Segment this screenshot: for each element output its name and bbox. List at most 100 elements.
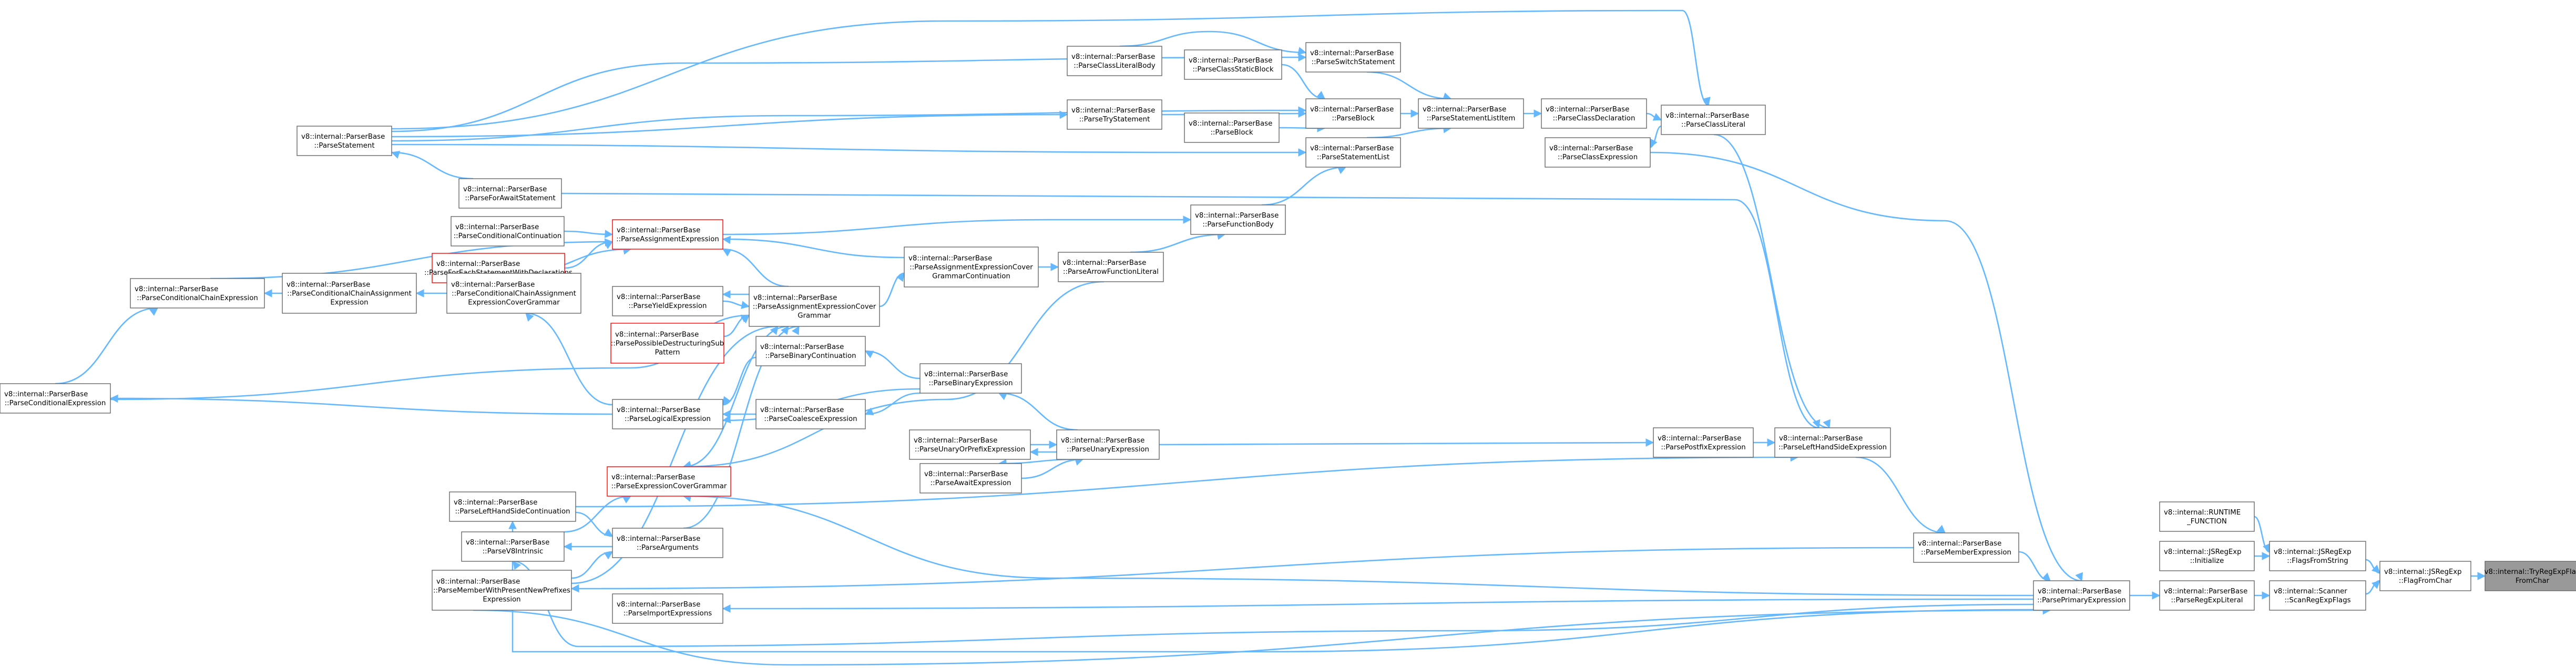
call-edge xyxy=(391,114,1068,138)
graph-node-pv8i[interactable]: v8::internal::ParserBase::ParseV8Intrins… xyxy=(461,531,565,562)
call-edge xyxy=(473,609,2051,666)
call-edge-arrowhead xyxy=(622,496,631,503)
graph-node-pcce[interactable]: v8::internal::ParserBase::ParseCondition… xyxy=(130,278,265,309)
graph-node-pfas[interactable]: v8::internal::ParserBase::ParseForAwaitS… xyxy=(458,178,562,209)
graph-node-pfb[interactable]: v8::internal::ParserBase::ParseFunctionB… xyxy=(1190,204,1286,235)
call-edge xyxy=(722,219,1191,235)
graph-node-puope[interactable]: v8::internal::ParserBase::ParseUnaryOrPr… xyxy=(909,429,1031,460)
graph-node-label: GrammarContinuation xyxy=(932,273,1010,281)
graph-node-label: v8::internal::ParserBase xyxy=(908,255,992,263)
graph-node-label: v8::internal::ParserBase xyxy=(617,601,700,609)
graph-node-label: v8::internal::ParserBase xyxy=(2164,588,2247,595)
graph-node-label: v8::internal::ParserBase xyxy=(463,186,547,193)
call-edge-arrowhead xyxy=(2042,572,2051,581)
graph-node-pssw[interactable]: v8::internal::ParserBase::ParseSwitchSta… xyxy=(1305,42,1401,73)
graph-node-ffs[interactable]: v8::internal::JSRegExp::FlagsFromString xyxy=(2269,541,2366,571)
graph-node-label: ::ParseImportExpressions xyxy=(623,610,712,618)
graph-node-label: ::ParseLogicalExpression xyxy=(625,415,711,423)
graph-node-rtf[interactable]: v8::internal::RUNTIME_FUNCTION xyxy=(2159,501,2255,532)
graph-node-box xyxy=(2485,561,2576,591)
graph-node-label: ::ParseAssignmentExpressionCover xyxy=(753,303,876,311)
graph-node-label: ::ParseRegExpLiteral xyxy=(2171,597,2243,604)
graph-node-plhsc[interactable]: v8::internal::ParserBase::ParseLeftHandS… xyxy=(449,491,576,522)
graph-node-pecg[interactable]: v8::internal::ParserBase::ParseExpressio… xyxy=(607,466,731,497)
graph-node-box xyxy=(755,399,866,429)
graph-node-ple[interactable]: v8::internal::ParserBase::ParseLogicalEx… xyxy=(612,399,723,429)
graph-node-label: ::ParseUnaryOrPrefixExpression xyxy=(915,446,1025,454)
call-edge-arrowhead xyxy=(741,301,750,309)
graph-node-label: v8::internal::ParserBase xyxy=(615,331,699,339)
graph-node-psl[interactable]: v8::internal::ParserBase::ParseStatement… xyxy=(1305,137,1401,168)
graph-node-pafl[interactable]: v8::internal::ParserBase::ParseArrowFunc… xyxy=(1058,252,1164,282)
graph-node-box xyxy=(446,273,581,314)
graph-node-box xyxy=(1653,427,1754,458)
graph-node-ffc[interactable]: v8::internal::JSRegExp::FlagFromChar xyxy=(2379,561,2471,591)
graph-node-pcl[interactable]: v8::internal::ParserBase::ParseClassLite… xyxy=(1661,105,1766,135)
graph-node-srf[interactable]: v8::internal::Scanner::ScanRegExpFlags xyxy=(2269,580,2366,611)
graph-node-pclb[interactable]: v8::internal::ParserBase::ParseClassLite… xyxy=(1067,46,1162,76)
graph-node-label: ::ParseArrowFunctionLiteral xyxy=(1063,268,1159,276)
graph-node-box xyxy=(1661,105,1766,135)
graph-node-pcsb[interactable]: v8::internal::ParserBase::ParseClassStat… xyxy=(1184,49,1282,80)
graph-node-label: v8::internal::ParserBase xyxy=(1423,106,1506,114)
graph-node-label: ::ParseAssignmentExpressionCover xyxy=(909,264,1033,272)
graph-node-pccaecg[interactable]: v8::internal::ParserBase::ParseCondition… xyxy=(446,273,581,314)
graph-node-pce[interactable]: v8::internal::ParserBase::ParseClassExpr… xyxy=(1545,137,1651,168)
graph-node-pcoal[interactable]: v8::internal::ParserBase::ParseCoalesceE… xyxy=(755,399,866,429)
graph-node-label: ::ParsePrimaryExpression xyxy=(2037,597,2126,604)
graph-node-parg[interactable]: v8::internal::ParserBase::ParseArguments xyxy=(612,528,723,558)
graph-node-paecg[interactable]: v8::internal::ParserBase::ParseAssignmen… xyxy=(749,286,880,327)
graph-node-label: v8::internal::ParserBase xyxy=(617,227,700,234)
graph-node-pye[interactable]: v8::internal::ParserBase::ParseYieldExpr… xyxy=(612,286,723,316)
graph-node-label: v8::internal::ParserBase xyxy=(924,371,1008,378)
call-edge xyxy=(1261,166,1346,206)
graph-node-box xyxy=(612,593,723,624)
graph-node-label: ::ParsePossibleDestructuringSub xyxy=(611,340,724,348)
graph-node-pccont[interactable]: v8::internal::ParserBase::ParseCondition… xyxy=(451,216,565,246)
call-edge-arrowhead xyxy=(1645,438,1654,447)
graph-node-label: v8::internal::ParserBase xyxy=(466,539,549,547)
graph-node-pue[interactable]: v8::internal::ParserBase::ParseUnaryExpr… xyxy=(1056,429,1160,460)
call-edge xyxy=(1713,133,1830,429)
call-edge xyxy=(571,325,779,584)
graph-node-pbe[interactable]: v8::internal::ParserBase::ParseBinaryExp… xyxy=(919,363,1022,394)
graph-node-pcondx[interactable]: v8::internal::ParserBase::ParseCondition… xyxy=(0,383,111,414)
graph-node-pie[interactable]: v8::internal::ParserBase::ParseImportExp… xyxy=(612,593,723,624)
graph-node-label: v8::internal::ParserBase xyxy=(753,294,837,302)
graph-node-label: v8::internal::ParserBase xyxy=(1071,107,1155,115)
graph-node-pme[interactable]: v8::internal::ParserBase::ParseMemberExp… xyxy=(1913,532,2019,563)
graph-node-ppfx[interactable]: v8::internal::ParserBase::ParsePostfixEx… xyxy=(1653,427,1754,458)
graph-node-pblk[interactable]: v8::internal::ParserBase::ParseBlock xyxy=(1305,98,1401,129)
graph-node-ppdsp[interactable]: v8::internal::ParserBase::ParsePossibleD… xyxy=(610,323,724,364)
graph-node-box xyxy=(607,466,731,497)
graph-node-pblk2[interactable]: v8::internal::ParserBase::ParseBlock xyxy=(1184,112,1280,143)
call-edge-arrowhead xyxy=(109,394,118,403)
call-edge xyxy=(525,312,613,406)
graph-node-pts[interactable]: v8::internal::ParserBase::ParseTryStatem… xyxy=(1067,99,1162,130)
graph-node-pmwpnp[interactable]: v8::internal::ParserBase::ParseMemberWit… xyxy=(432,570,572,611)
graph-node-box xyxy=(1184,49,1282,80)
graph-node-prl[interactable]: v8::internal::ParserBase::ParseRegExpLit… xyxy=(2159,580,2255,611)
graph-node-pccae[interactable]: v8::internal::ParserBase::ParseCondition… xyxy=(282,273,417,314)
call-edge xyxy=(391,9,1709,130)
graph-node-pcd[interactable]: v8::internal::ParserBase::ParseClassDecl… xyxy=(1541,98,1647,129)
call-graph-edges xyxy=(55,9,2486,666)
call-edge xyxy=(391,56,1306,132)
graph-node-pawe[interactable]: v8::internal::ParserBase::ParseAwaitExpr… xyxy=(919,463,1022,494)
graph-node-pae[interactable]: v8::internal::ParserBase::ParseAssignmen… xyxy=(612,219,723,250)
call-edge xyxy=(865,350,921,379)
graph-node-box xyxy=(1184,112,1280,143)
graph-node-label: v8::internal::ParserBase xyxy=(287,281,370,289)
graph-node-psli[interactable]: v8::internal::ParserBase::ParseStatement… xyxy=(1418,98,1524,129)
graph-node-jsi[interactable]: v8::internal::JSRegExp::Initialize xyxy=(2159,541,2255,571)
graph-node-box xyxy=(1545,137,1651,168)
graph-node-paecgc[interactable]: v8::internal::ParserBase::ParseAssignmen… xyxy=(904,246,1039,287)
graph-node-ppe[interactable]: v8::internal::ParserBase::ParsePrimaryEx… xyxy=(2033,580,2130,611)
call-edge xyxy=(879,272,905,307)
graph-node-pbc[interactable]: v8::internal::ParserBase::ParseBinaryCon… xyxy=(755,336,866,366)
graph-node-pst[interactable]: v8::internal::ParserBase::ParseStatement xyxy=(297,126,392,156)
graph-node-label: ::ParseConditionalChainAssignment xyxy=(287,290,412,298)
graph-node-plhs[interactable]: v8::internal::ParserBase::ParseLeftHandS… xyxy=(1774,427,1891,458)
call-edge-arrowhead xyxy=(1410,109,1419,118)
